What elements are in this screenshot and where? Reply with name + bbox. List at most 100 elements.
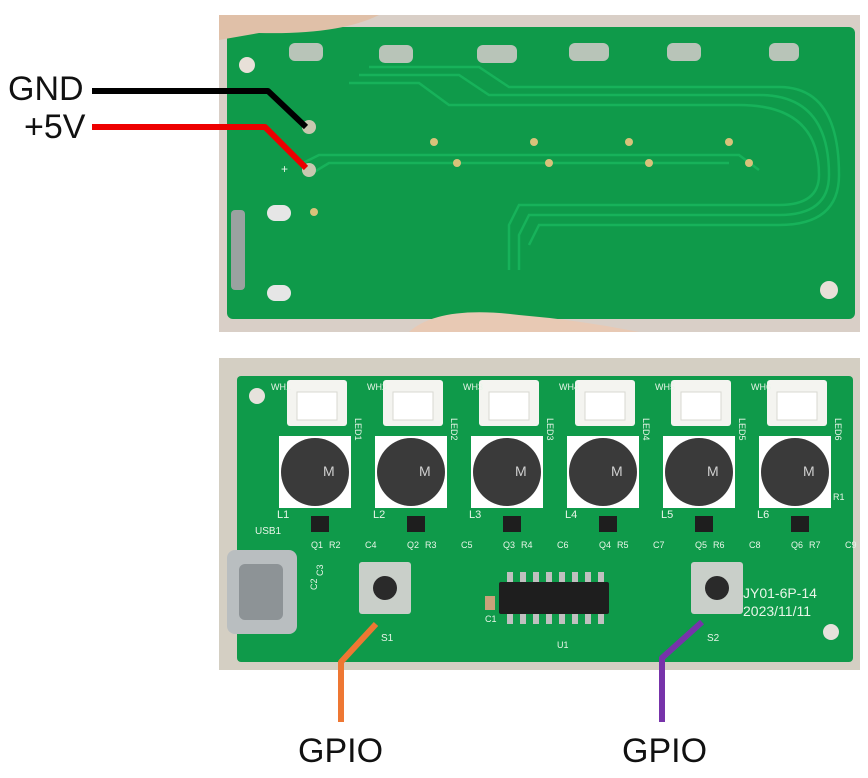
connector-socket <box>488 391 530 421</box>
mosfet-label: Q6 <box>791 540 803 550</box>
inductor-mark: M <box>323 463 335 479</box>
connector-socket <box>680 391 722 421</box>
mosfet-label: Q4 <box>599 540 611 550</box>
usb-label: USB1 <box>255 526 282 537</box>
ic-pin <box>520 614 526 624</box>
mosfet-Q2 <box>407 516 425 532</box>
connector-label: WH5 <box>655 382 675 392</box>
board-date: 2023/11/11 <box>743 603 811 619</box>
resistor-label: R4 <box>521 540 533 550</box>
resistor-label: R7 <box>809 540 821 550</box>
ic-pin <box>546 572 552 582</box>
connector-label: WH4 <box>559 382 579 392</box>
ic-pin <box>585 614 591 624</box>
mosfet-Q5 <box>695 516 713 532</box>
mosfet-Q1 <box>311 516 329 532</box>
mosfet-label: Q3 <box>503 540 515 550</box>
ic-pin <box>559 572 565 582</box>
inductor-label: L5 <box>661 509 673 521</box>
connector-socket <box>776 391 818 421</box>
gpio-right-wire <box>659 619 705 722</box>
led-label: LED2 <box>449 418 459 441</box>
inductor-label: L1 <box>277 509 289 521</box>
connector-socket <box>584 391 626 421</box>
led-label: LED4 <box>641 418 651 441</box>
resistor-label: R2 <box>329 540 341 550</box>
inductor-label: L3 <box>469 509 481 521</box>
capacitor-label: C6 <box>557 540 569 550</box>
cap-c3-label: C3 <box>315 564 325 576</box>
connector-label: WH1 <box>271 382 291 392</box>
ic-pin <box>585 572 591 582</box>
mosfet-label: Q5 <box>695 540 707 550</box>
ic-pin <box>546 614 552 624</box>
ic-pin <box>598 614 604 624</box>
capacitor-c1 <box>485 596 495 610</box>
capacitor-label: C4 <box>365 540 377 550</box>
connector-label: WH2 <box>367 382 387 392</box>
c1-label: C1 <box>485 614 497 624</box>
capacitor-label: C5 <box>461 540 473 550</box>
gnd-label: GND <box>8 70 84 108</box>
inductor-mark: M <box>707 463 719 479</box>
ic-pin <box>533 614 539 624</box>
mosfet-Q3 <box>503 516 521 532</box>
connector-socket <box>392 391 434 421</box>
gnd-wire <box>92 88 309 130</box>
mosfet-Q4 <box>599 516 617 532</box>
mosfet-label: Q2 <box>407 540 419 550</box>
inductor-mark: M <box>611 463 623 479</box>
inductor-label: L6 <box>757 509 769 521</box>
s1-label: S1 <box>381 633 394 644</box>
capacitor-label: C9 <box>845 540 857 550</box>
ic-pin <box>572 572 578 582</box>
inductor-L4 <box>569 438 637 506</box>
board-marking: JY01-6P-14 <box>743 585 817 601</box>
plus5v-label: +5V <box>24 108 86 146</box>
ic-pin <box>507 572 513 582</box>
ic-pin <box>533 572 539 582</box>
u1-label: U1 <box>557 640 569 650</box>
inductor-mark: M <box>803 463 815 479</box>
button-s1: S1 <box>359 562 411 644</box>
pcb-back-photo: + <box>219 15 860 332</box>
button-s2: S2 <box>691 562 743 644</box>
connector-label: WH3 <box>463 382 483 392</box>
led-label: LED5 <box>737 418 747 441</box>
inductor-label: L2 <box>373 509 385 521</box>
r1-label: R1 <box>833 492 845 502</box>
led-label: LED6 <box>833 418 843 441</box>
ic-u1: U1 <box>499 572 609 650</box>
resistor-label: R3 <box>425 540 437 550</box>
inductor-mark: M <box>419 463 431 479</box>
ic-pin <box>572 614 578 624</box>
gpio-right-label: GPIO <box>622 732 708 770</box>
gpio-left-wire <box>338 621 379 722</box>
inductor-L6 <box>761 438 829 506</box>
pcb-back-graphic: + <box>219 15 860 332</box>
ic-pin <box>559 614 565 624</box>
ic-pin <box>520 572 526 582</box>
inductor-mark: M <box>515 463 527 479</box>
resistor-label: R5 <box>617 540 629 550</box>
capacitor-label: C8 <box>749 540 761 550</box>
led-label: LED1 <box>353 418 363 441</box>
inductor-L2 <box>377 438 445 506</box>
gpio-left-label: GPIO <box>298 732 384 770</box>
mosfet-Q6 <box>791 516 809 532</box>
inductor-L1 <box>281 438 349 506</box>
plus5v-wire <box>92 124 309 171</box>
ic-pin <box>507 614 513 624</box>
capacitor-label: C7 <box>653 540 665 550</box>
s2-label: S2 <box>707 633 720 644</box>
inductor-label: L4 <box>565 509 577 521</box>
resistor-label: R6 <box>713 540 725 550</box>
connector-socket <box>296 391 338 421</box>
mosfet-label: Q1 <box>311 540 323 550</box>
cap-c2-label: C2 <box>309 578 319 590</box>
inductor-L5 <box>665 438 733 506</box>
ic-pin <box>598 572 604 582</box>
inductor-L3 <box>473 438 541 506</box>
connector-label: WH6 <box>751 382 771 392</box>
